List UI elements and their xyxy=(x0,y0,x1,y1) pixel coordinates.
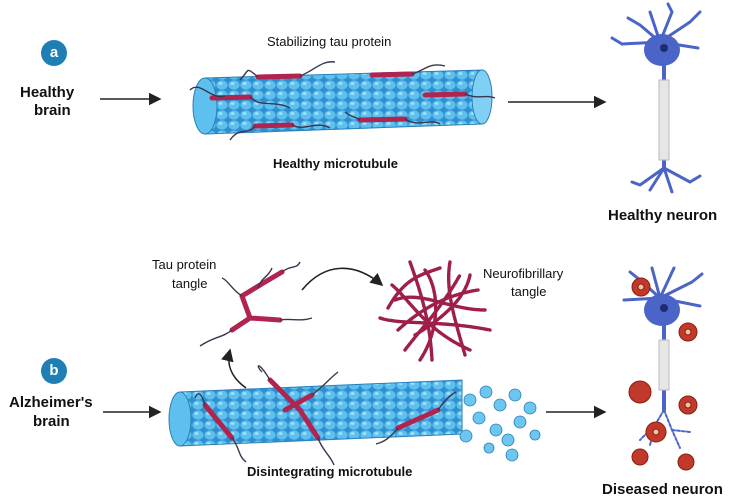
arrow-tangle-to-nft xyxy=(301,267,384,291)
tau-tails-b xyxy=(194,365,457,466)
disintegrating-microtubule xyxy=(168,379,463,447)
panel-b-badge: b xyxy=(41,358,67,384)
tau-protein-tangle xyxy=(199,261,313,347)
free-tubulin-dimers xyxy=(459,385,541,462)
nft-label-line1: Neurofibrillary xyxy=(483,266,564,281)
alzheimers-brain-label-line2: brain xyxy=(33,413,70,430)
amyloid-plaques xyxy=(628,277,698,471)
healthy-microtubule xyxy=(192,69,493,135)
disintegrating-microtubule-caption: Disintegrating microtubule xyxy=(247,464,413,479)
healthy-brain-label-line1: Healthy xyxy=(20,84,75,101)
healthy-microtubule-caption: Healthy microtubule xyxy=(273,156,398,171)
neurofibrillary-tangle xyxy=(378,260,492,362)
tau-tails-a xyxy=(189,61,496,141)
tau-tangle-label-line2: tangle xyxy=(172,276,208,291)
arrow-up-to-tangle xyxy=(221,348,247,389)
healthy-brain-label-line2: brain xyxy=(34,102,71,119)
stabilizing-tau-caption: Stabilizing tau protein xyxy=(267,34,392,49)
healthy-neuron-caption: Healthy neuron xyxy=(608,207,718,224)
healthy-neuron xyxy=(610,2,702,194)
stabilizing-tau-proteins xyxy=(209,71,468,129)
tau-tangle-label-line1: Tau protein xyxy=(152,257,217,272)
detaching-tau xyxy=(202,377,441,441)
panel-a-badge: a xyxy=(41,40,67,66)
nft-label-line2: tangle xyxy=(511,284,547,299)
alzheimers-brain-label-line1: Alzheimer's xyxy=(9,394,93,411)
diseased-neuron-caption: Diseased neuron xyxy=(602,481,723,498)
diseased-neuron xyxy=(622,266,704,449)
